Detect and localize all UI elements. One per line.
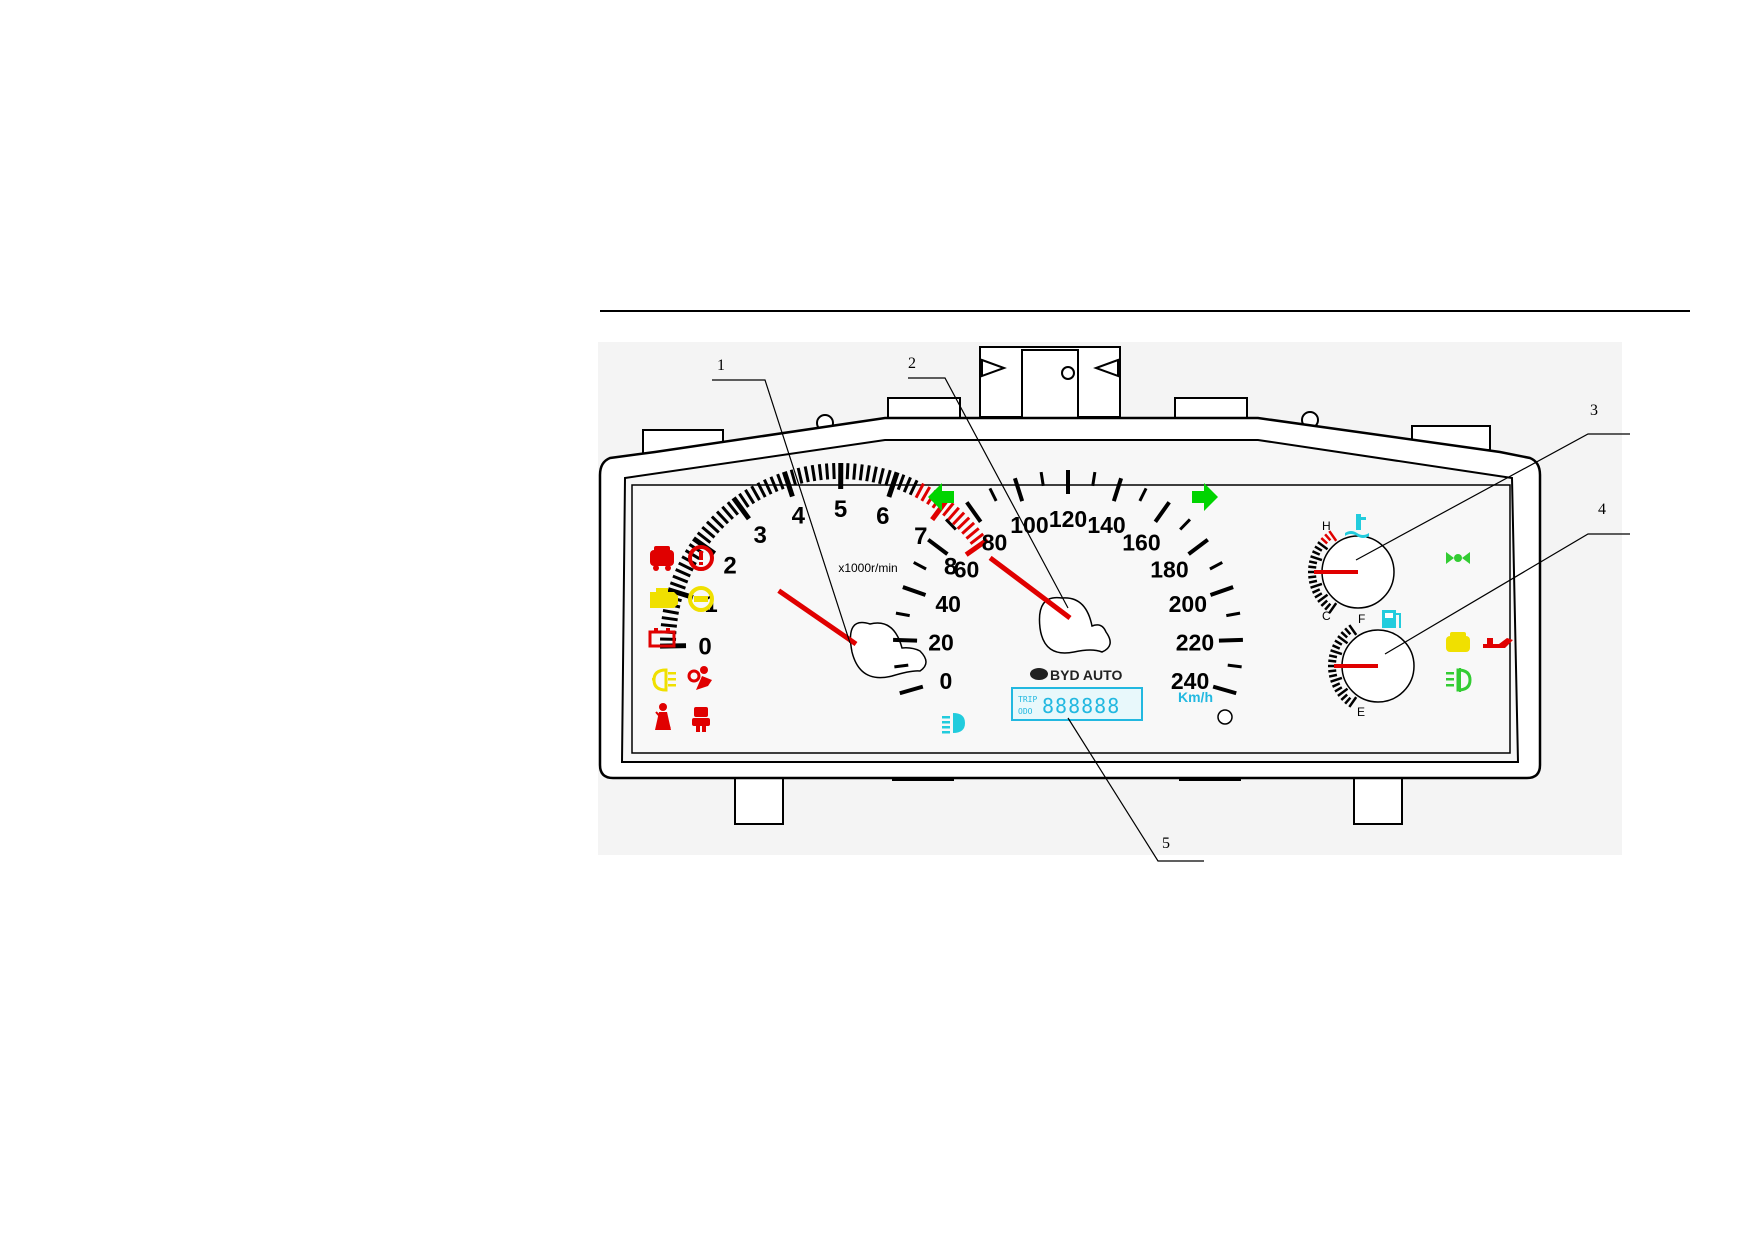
top-center-bracket xyxy=(980,347,1120,420)
tach-label: 4 xyxy=(792,503,806,530)
tach-tick xyxy=(860,464,862,480)
speed-label: 100 xyxy=(1010,512,1048,538)
speed-label: 160 xyxy=(1122,529,1160,555)
speed-label: 200 xyxy=(1169,591,1207,617)
tach-tick xyxy=(819,464,821,480)
brand-text: BYD AUTO xyxy=(1050,667,1122,683)
tach-label: 3 xyxy=(753,522,766,549)
speed-tick xyxy=(1219,640,1243,641)
speed-tick xyxy=(1228,665,1242,667)
speed-label: 180 xyxy=(1150,557,1188,583)
tach-label: 2 xyxy=(723,553,736,580)
fuel-tick xyxy=(1329,675,1337,677)
temp-tick xyxy=(1308,567,1316,568)
tach-label: 5 xyxy=(834,496,847,523)
tach-tick xyxy=(834,463,835,479)
tach-unit: x1000r/min xyxy=(838,561,897,575)
speed-tick xyxy=(893,640,917,641)
tach-tick xyxy=(847,463,848,479)
lcd-digits: 888888 xyxy=(1042,694,1120,718)
odometer-lcd: TRIP ODO 888888 xyxy=(1012,688,1142,720)
tach-tick xyxy=(661,625,677,627)
tach-tick xyxy=(826,464,827,480)
temp-tick xyxy=(1308,576,1316,577)
lcd-odo-label: ODO xyxy=(1018,707,1033,716)
speed-label: 220 xyxy=(1176,629,1214,655)
tach-tick xyxy=(854,464,855,480)
callout-2: 2 xyxy=(908,355,916,372)
temp-tick xyxy=(1309,581,1317,583)
speed-label: 40 xyxy=(935,591,961,617)
fuel-tick xyxy=(1328,670,1336,671)
callout-4: 4 xyxy=(1598,501,1606,518)
fuel-tick xyxy=(1328,661,1336,662)
tach-label: 6 xyxy=(876,503,889,530)
callout-5: 5 xyxy=(1162,835,1170,852)
speed-label: 140 xyxy=(1087,512,1125,538)
speed-label: 60 xyxy=(954,557,980,583)
callout-1: 1 xyxy=(717,357,725,374)
fuel-empty-label: E xyxy=(1357,705,1365,719)
fuel-full-label: F xyxy=(1358,612,1365,626)
temp-tick xyxy=(1309,561,1317,563)
tach-label: 7 xyxy=(914,523,927,550)
fuel-tick xyxy=(1329,655,1337,657)
speed-tick xyxy=(894,665,908,667)
speed-label: 20 xyxy=(928,629,954,655)
speed-tick xyxy=(1093,472,1095,486)
speed-tick xyxy=(1041,472,1043,486)
temp-hot-label: H xyxy=(1322,519,1331,533)
trip-reset-knob-icon[interactable] xyxy=(1218,710,1232,724)
speed-unit: Km/h xyxy=(1178,689,1213,705)
speed-label: 120 xyxy=(1049,506,1087,532)
lcd-trip-label: TRIP xyxy=(1018,695,1037,704)
speed-label: 0 xyxy=(940,668,953,694)
callout-3: 3 xyxy=(1590,402,1598,419)
tach-label: 0 xyxy=(698,633,711,660)
speed-label: 80 xyxy=(982,529,1008,555)
